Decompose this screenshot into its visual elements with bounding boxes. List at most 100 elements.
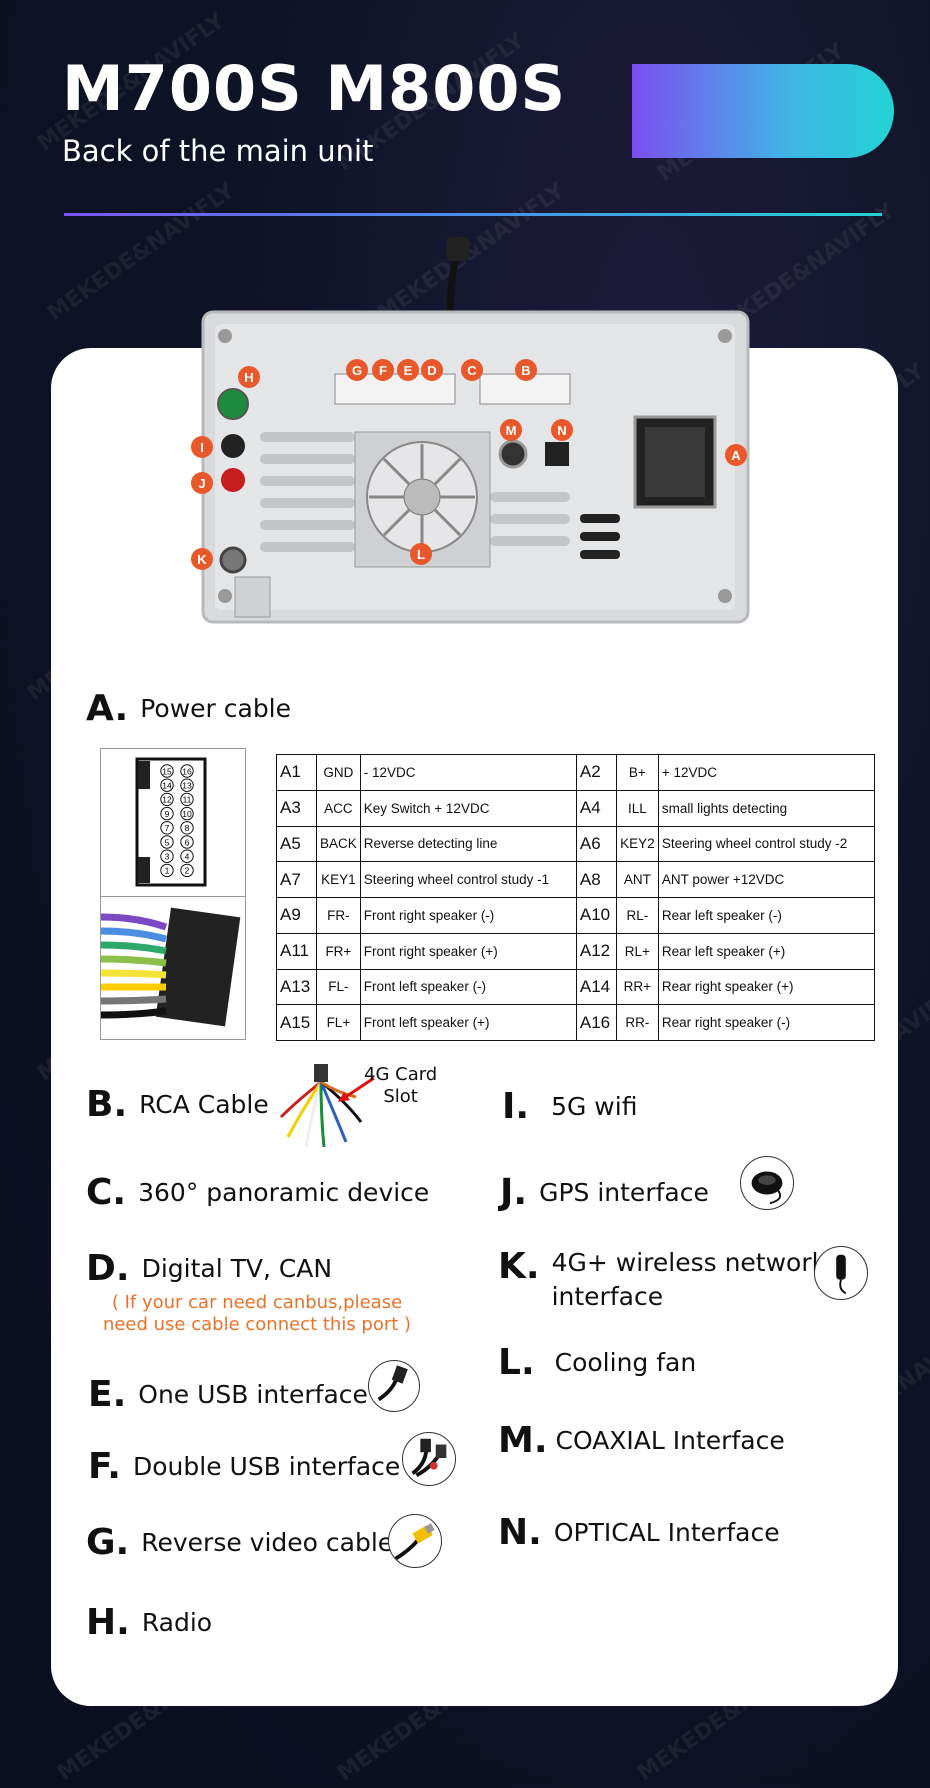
pin-number: 8	[185, 823, 190, 833]
pin-circle	[180, 863, 194, 878]
pin-number: 15	[162, 766, 172, 776]
pin-cell-r-pin: A10	[575, 897, 617, 934]
item-d-label: Digital TV, CAN	[141, 1254, 333, 1283]
pin-cell-l-code: ACC	[316, 789, 361, 827]
pin-circle	[180, 806, 194, 821]
item-b-label: RCA Cable	[139, 1090, 269, 1119]
pin-number: 4	[185, 852, 190, 862]
pin-number: 16	[182, 766, 192, 776]
card-slot-line-2: Slot	[383, 1086, 418, 1107]
connector-box-divider	[101, 896, 245, 897]
callout-f: F	[372, 359, 394, 381]
pin-circle	[160, 835, 174, 849]
pin-cell-r-code: KEY2	[615, 825, 659, 863]
reverse-video-cable-icon	[388, 1514, 442, 1568]
callout-b: B	[515, 359, 537, 381]
card-slot-label: 4G Card Slot	[364, 1064, 437, 1108]
pin-circle	[160, 821, 174, 835]
item-k-label-line-2: interface	[551, 1282, 664, 1311]
callout-a: A	[725, 444, 747, 466]
callout-l: L	[410, 543, 432, 565]
item-n-letter: N.	[498, 1512, 542, 1553]
item-i-letter: I.	[502, 1086, 530, 1127]
pin-cell-l-code: FR-	[316, 897, 361, 934]
pin-circle	[160, 778, 174, 792]
pin-circle	[160, 792, 174, 807]
canbus-note-line-1: ( If your car need canbus,please	[111, 1292, 403, 1313]
pin-cell-l-desc: Key Switch + 12VDC	[359, 789, 577, 827]
pin-cell-r-desc: Rear right speaker (-)	[657, 1004, 876, 1041]
pin-cell-r-desc: small lights detecting	[657, 789, 876, 827]
item-g-label: Reverse video cable	[141, 1528, 394, 1557]
item-m-label: COAXIAL Interface	[555, 1426, 785, 1455]
pin-cell-r-desc: Rear left speaker (+)	[657, 932, 876, 970]
header-divider	[64, 213, 882, 216]
item-e-label: One USB interface	[138, 1380, 368, 1409]
main-unit-back-illustration	[195, 232, 755, 662]
pin-cell-l-pin: A11	[276, 932, 317, 970]
card-slot-arrow-icon	[338, 1076, 375, 1102]
pin-circle	[160, 806, 174, 821]
pin-cell-l-desc: - 12VDC	[359, 754, 577, 791]
pin-cell-r-pin: A8	[575, 861, 617, 898]
item-f-label: Double USB interface	[132, 1452, 401, 1481]
pin-cell-l-pin: A1	[276, 754, 317, 791]
item-g: G. Reverse video cable	[86, 1522, 393, 1563]
pin-number: 3	[165, 852, 170, 862]
callout-m: M	[500, 419, 522, 441]
pin-cell-r-code: RR-	[615, 1004, 659, 1041]
pin-circle	[180, 792, 194, 807]
pin-number: 5	[165, 837, 170, 847]
callout-d: D	[421, 359, 443, 381]
pin-cell-r-code: RL+	[615, 932, 659, 970]
pin-cell-l-desc: Reverse detecting line	[359, 825, 577, 863]
pin-cell-l-desc: Front right speaker (+)	[359, 932, 577, 970]
item-g-letter: G.	[86, 1522, 130, 1563]
item-j: J.GPS interface	[500, 1172, 709, 1213]
item-i: I. 5G wifi	[502, 1086, 637, 1127]
callout-e: E	[397, 359, 419, 381]
pin-cell-r-code: B+	[615, 754, 659, 791]
item-d-letter: D.	[86, 1248, 130, 1289]
usb-cable-icon	[368, 1360, 420, 1412]
pin-number: 1	[165, 866, 170, 876]
item-i-label: 5G wifi	[551, 1092, 638, 1121]
pin-number: 10	[182, 809, 192, 819]
item-e-letter: E.	[88, 1374, 127, 1415]
double-usb-cable-icon	[402, 1432, 456, 1486]
rca-cable-icon	[279, 1064, 363, 1148]
item-k-letter: K.	[498, 1246, 540, 1287]
pin-number: 7	[165, 823, 170, 833]
pin-circle	[160, 764, 174, 778]
callout-i: I	[191, 436, 213, 458]
item-f: F.Double USB interface	[88, 1446, 400, 1487]
pin-cell-l-code: KEY1	[316, 861, 361, 898]
item-b-letter: B.	[86, 1084, 128, 1125]
pin-number: 2	[185, 866, 190, 876]
pin-number: 11	[183, 795, 192, 805]
item-l: L.Cooling fan	[498, 1342, 696, 1383]
pin-circle	[180, 764, 194, 778]
callout-h: H	[238, 366, 260, 388]
pin-cell-r-desc: + 12VDC	[657, 754, 876, 791]
power-harness-photo	[101, 907, 241, 1027]
pin-circle	[180, 778, 194, 792]
pin-cell-r-code: ILL	[615, 789, 659, 827]
pin-cell-l-desc: Front right speaker (-)	[359, 897, 577, 934]
pin-number: 13	[182, 781, 192, 791]
pin-number: 6	[185, 837, 190, 847]
pin-cell-l-desc: Front left speaker (+)	[359, 1004, 577, 1041]
canbus-note: ( If your car need canbus,please need us…	[92, 1292, 422, 1336]
4g-antenna-icon	[814, 1246, 868, 1300]
item-l-letter: L.	[498, 1342, 535, 1383]
pin-cell-l-pin: A5	[276, 825, 317, 863]
item-e: E. One USB interface	[88, 1374, 368, 1415]
